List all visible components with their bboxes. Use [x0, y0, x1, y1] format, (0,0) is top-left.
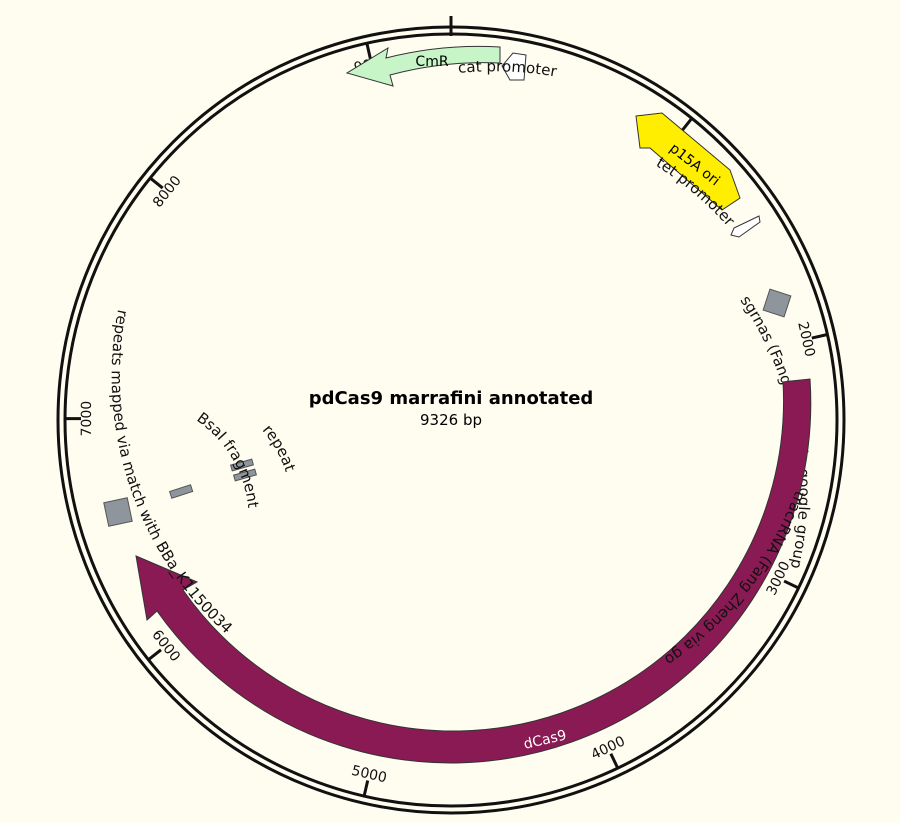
sgrnas-feature[interactable]: [762, 288, 792, 318]
tick-label: 4000: [589, 733, 628, 763]
tick-mark: [147, 648, 162, 661]
tick-label: 2000: [794, 320, 817, 358]
cmr-feature[interactable]: [345, 45, 501, 87]
tick-mark: [783, 579, 800, 590]
repeat-features[interactable]: [229, 458, 258, 482]
plasmid-title: pdCas9 marrafini annotated: [309, 388, 594, 409]
tick-mark: [811, 333, 828, 340]
tick-mark: [362, 780, 370, 797]
tick-mark: [680, 117, 693, 132]
tet-promoter-feature[interactable]: [730, 215, 761, 238]
dcas9-feature[interactable]: [135, 378, 812, 764]
cmr-label: CmR: [415, 54, 448, 70]
tick-mark: [149, 176, 164, 190]
tick-mark: [609, 753, 620, 769]
tick-label: 5000: [350, 763, 388, 787]
plasmid-size: 9326 bp: [420, 411, 482, 429]
tick-mark: [365, 42, 372, 60]
tick-label: 8000: [150, 173, 185, 211]
cat-promoter-feature[interactable]: [501, 52, 527, 81]
repeats-feature[interactable]: [103, 497, 133, 527]
tick-label: 7000: [79, 401, 95, 437]
p15a-ori-feature[interactable]: [635, 112, 741, 211]
cat-promoter-label: cat promoter: [457, 57, 559, 80]
repeat-label: repeat: [259, 421, 299, 474]
bsai-fragment-feature[interactable]: [168, 484, 194, 499]
